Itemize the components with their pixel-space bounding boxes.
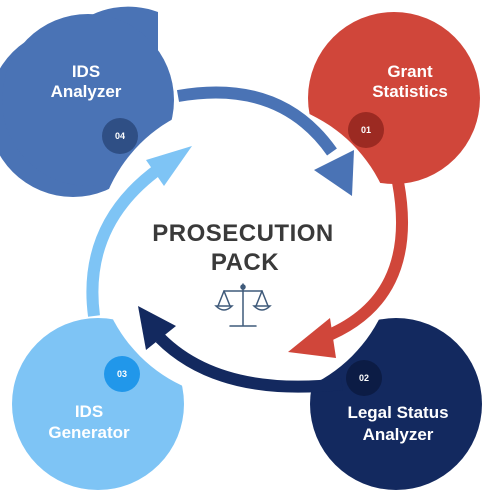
step-03-badge <box>104 356 140 392</box>
step-01-number: 01 <box>361 125 371 135</box>
step-01[interactable]: 01 Grant Statistics <box>308 12 480 184</box>
step-02-number: 02 <box>359 373 369 383</box>
step-02-label-line2: Analyzer <box>363 425 434 444</box>
step-03-label-line1: IDS <box>75 402 103 421</box>
step-04[interactable]: 04 IDS Analyzer <box>0 6 174 197</box>
step-04-number: 04 <box>115 131 125 141</box>
arrow-03-to-04 <box>86 146 192 317</box>
arrow-01-to-02-head <box>288 318 336 358</box>
arrow-04-to-01 <box>176 86 354 196</box>
diagram-title-line2: PACK <box>211 249 279 276</box>
step-03[interactable]: 03 IDS Generator <box>12 318 184 490</box>
step-02[interactable]: 02 Legal Status Analyzer <box>310 318 482 490</box>
arrow-02-to-03-head <box>138 306 176 350</box>
arrow-02-to-03 <box>138 306 343 393</box>
step-03-label-line2: Generator <box>48 423 130 442</box>
arrow-03-to-04-head <box>146 146 192 186</box>
step-04-label-line2: Analyzer <box>51 82 122 101</box>
step-01-label-line2: Statistics <box>372 82 448 101</box>
balance-scale-icon <box>214 283 272 327</box>
step-04-badge <box>102 118 138 154</box>
step-03-number: 03 <box>117 369 127 379</box>
arrow-04-to-01-head <box>314 150 354 196</box>
diagram-title-line1: PROSECUTION <box>152 220 334 247</box>
step-02-label-line1: Legal Status <box>347 403 448 422</box>
arrow-01-to-02 <box>288 180 408 358</box>
step-03-circle <box>12 318 184 490</box>
step-02-circle <box>310 318 482 490</box>
step-04-label-line1: IDS <box>72 62 100 81</box>
step-01-badge <box>348 112 384 148</box>
step-01-circle <box>308 12 480 184</box>
step-01-label-line1: Grant <box>387 62 433 81</box>
step-02-badge <box>346 360 382 396</box>
